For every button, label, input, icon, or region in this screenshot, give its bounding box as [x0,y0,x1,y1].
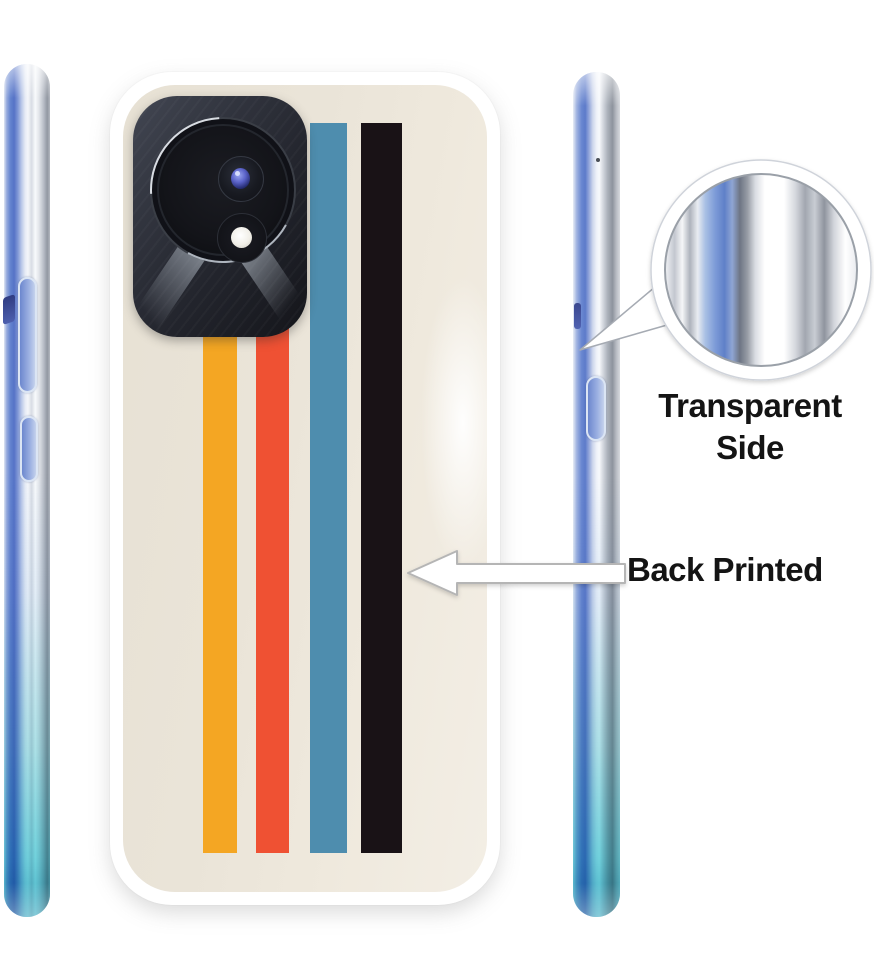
phone-left-gloss [4,64,50,917]
printed-case-back [123,85,487,892]
transparent-side-line2: Side [716,429,784,466]
power-button [20,416,38,482]
camera-lens-ring [133,96,307,294]
lens-glass-glint [231,168,250,189]
right-phone-button [586,376,606,441]
phone-right-gloss [573,72,620,917]
clear-case-frame [110,72,500,905]
volume-button [18,277,37,393]
phone-side-view-left [3,64,50,917]
camera-lens-bottom [217,213,267,263]
camera-lens-top [218,156,264,202]
phone-side-view-right [573,72,620,917]
transparent-side-line1: Transparent [658,387,842,424]
stripe-black [361,123,402,853]
camera-module [133,96,307,337]
frame-notch [3,294,15,325]
lens-spark [235,171,240,176]
stripe-blue [310,123,347,853]
back-printed-label: Back Printed [627,551,823,588]
transparent-side-label: Transparent Side [615,385,874,469]
zoom-circle-icon [650,159,872,381]
sim-tray-slot [574,303,581,329]
flash-dot [231,227,252,248]
mic-hole [596,158,600,162]
